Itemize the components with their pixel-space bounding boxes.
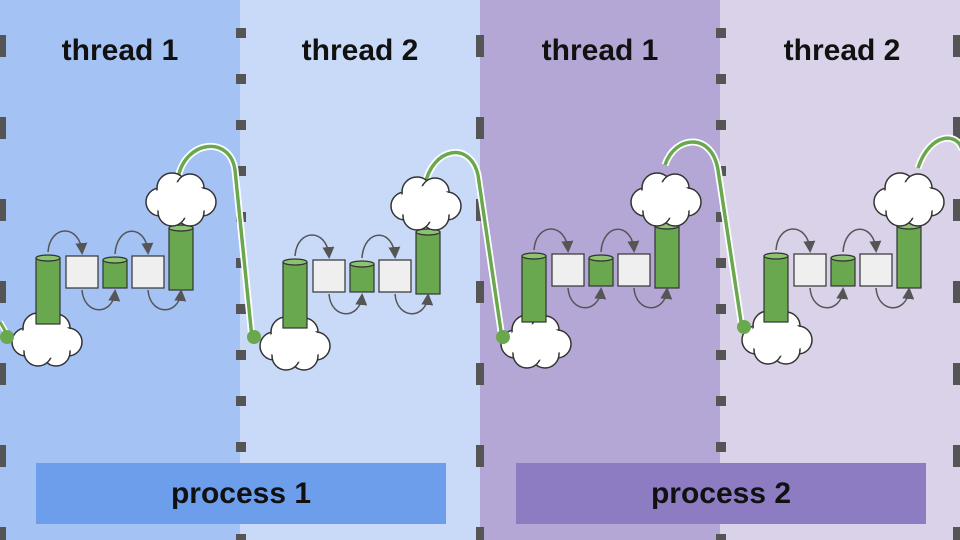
process-label-1: process 1 [170, 476, 312, 510]
thread-diagram-p1-t2 [247, 176, 462, 371]
thread-title-p2-t1: thread 1 [541, 34, 659, 67]
thread-diagram-p2-t1 [496, 172, 702, 369]
context-switch-point [496, 330, 510, 344]
thread-title-p2-t2: thread 2 [783, 34, 901, 67]
context-switch-point [737, 320, 751, 334]
thread-diagram-p1-t1 [0, 172, 217, 367]
context-switch-point [247, 330, 261, 344]
thread-title-p1-t1: thread 1 [61, 34, 179, 67]
context-switch-point [0, 330, 14, 344]
thread-diagram-p2-t2 [737, 172, 945, 365]
process-label-2: process 2 [650, 476, 792, 510]
process-box-2: process 2 [516, 463, 926, 524]
process-box-1: process 1 [36, 463, 446, 524]
thread-title-p1-t2: thread 2 [301, 34, 419, 67]
